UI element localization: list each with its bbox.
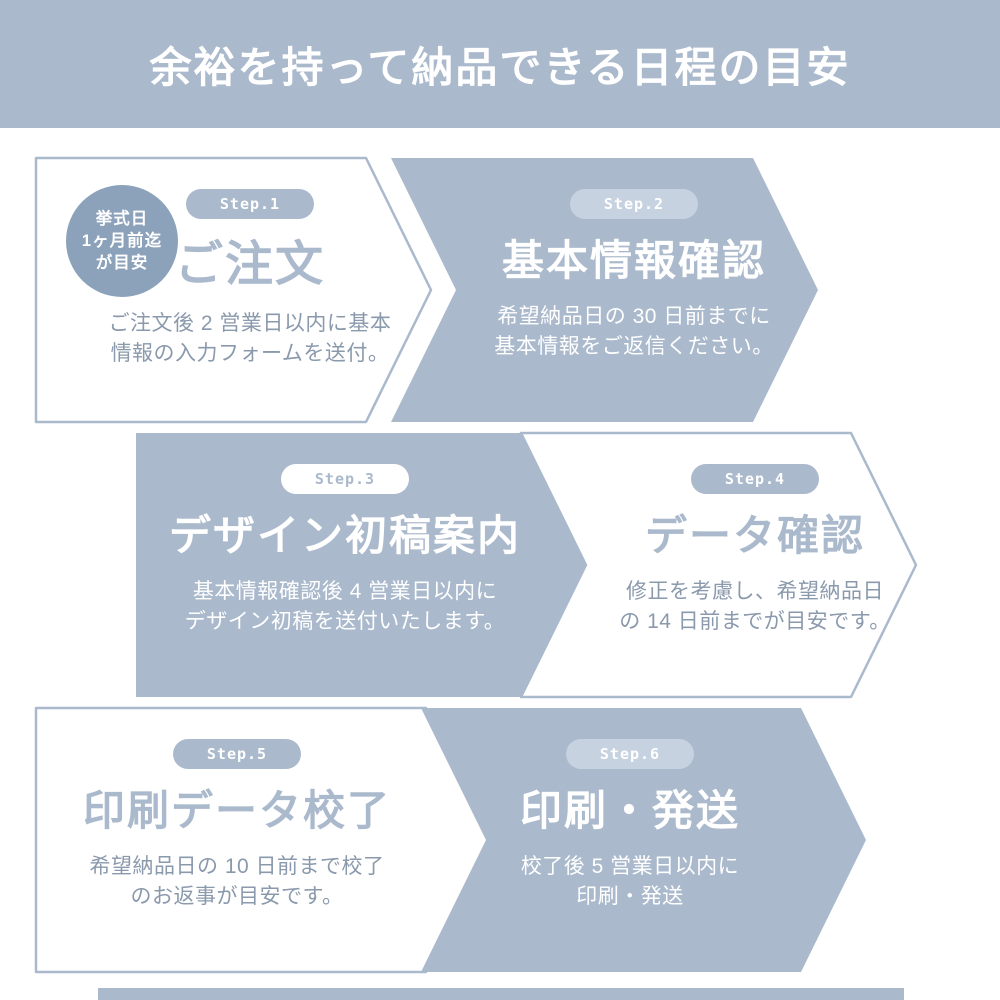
step-4-arrow-shape <box>519 431 918 699</box>
step-2: Step.2 基本情報確認 希望納品日の 30 日前までに 基本情報をご返信くだ… <box>468 189 800 362</box>
step-3-label: Step.3 <box>281 464 409 494</box>
badge-line-3: が目安 <box>95 254 149 273</box>
lead-time-badge: 挙式日 1ヶ月前迄 が目安 <box>66 185 178 297</box>
step-4-desc: 修正を考慮し、希望納品日 の 14 日前までが目安です。 <box>619 579 891 633</box>
step-1-label: Step.1 <box>186 189 314 219</box>
header-band: 余裕を持って納品できる日程の目安 <box>0 0 1000 128</box>
row-3-arrows <box>34 706 866 974</box>
step-5-title: 印刷データ校了 <box>82 787 391 834</box>
step-1: Step.1 ご注文 ご注文後 2 営業日以内に基本 情報の入力フォームを送付。 <box>80 189 420 370</box>
timeline-row-3: Step.5 印刷データ校了 希望納品日の 10 日前まで校了 のお返事が目安で… <box>0 705 1000 975</box>
step-1-title: ご注文 <box>174 238 325 291</box>
step-5: Step.5 印刷データ校了 希望納品日の 10 日前まで校了 のお返事が目安で… <box>57 739 417 912</box>
badge-line-2: 1ヶ月前迄 <box>81 231 163 250</box>
step-6-arrow-shape <box>421 708 866 972</box>
step-3-desc: 基本情報確認後 4 営業日以内に デザイン初稿を送付いたします。 <box>184 579 506 633</box>
step-6-label: Step.6 <box>566 739 694 769</box>
step-3-title: デザイン初稿案内 <box>168 512 521 559</box>
page-title: 余裕を持って納品できる日程の目安 <box>149 43 851 91</box>
step-2-desc: 希望納品日の 30 日前までに 基本情報をご返信ください。 <box>494 304 774 358</box>
step-4: Step.4 データ確認 修正を考慮し、希望納品日 の 14 日前までが目安です… <box>585 464 925 637</box>
step-5-label: Step.5 <box>173 739 301 769</box>
step-2-label: Step.2 <box>570 189 698 219</box>
step-3-arrow-shape <box>136 433 591 697</box>
badge-line-1: 挙式日 <box>95 209 149 228</box>
step-6-title: 印刷・発送 <box>519 787 740 834</box>
step-4-label: Step.4 <box>691 464 819 494</box>
step-4-title: データ確認 <box>644 512 865 559</box>
step-5-desc: 希望納品日の 10 日前まで校了 のお返事が目安です。 <box>89 854 385 908</box>
step-2-title: 基本情報確認 <box>501 237 766 284</box>
next-section-edge <box>98 988 904 1000</box>
step-1-desc: ご注文後 2 営業日以内に基本 情報の入力フォームを送付。 <box>108 312 392 366</box>
timeline-row-2: Step.3 デザイン初稿案内 基本情報確認後 4 営業日以内に デザイン初稿を… <box>0 430 1000 700</box>
step-3: Step.3 デザイン初稿案内 基本情報確認後 4 営業日以内に デザイン初稿を… <box>165 464 525 637</box>
step-2-arrow-shape <box>391 158 818 422</box>
step-6: Step.6 印刷・発送 校了後 5 営業日以内に 印刷・発送 <box>450 739 810 912</box>
timeline-row-1: 挙式日 1ヶ月前迄 が目安 Step.1 ご注文 ご注文後 2 営業日以内に基本… <box>0 155 1000 425</box>
row-2-arrows <box>136 431 918 699</box>
step-6-desc: 校了後 5 営業日以内に 印刷・発送 <box>520 854 740 908</box>
